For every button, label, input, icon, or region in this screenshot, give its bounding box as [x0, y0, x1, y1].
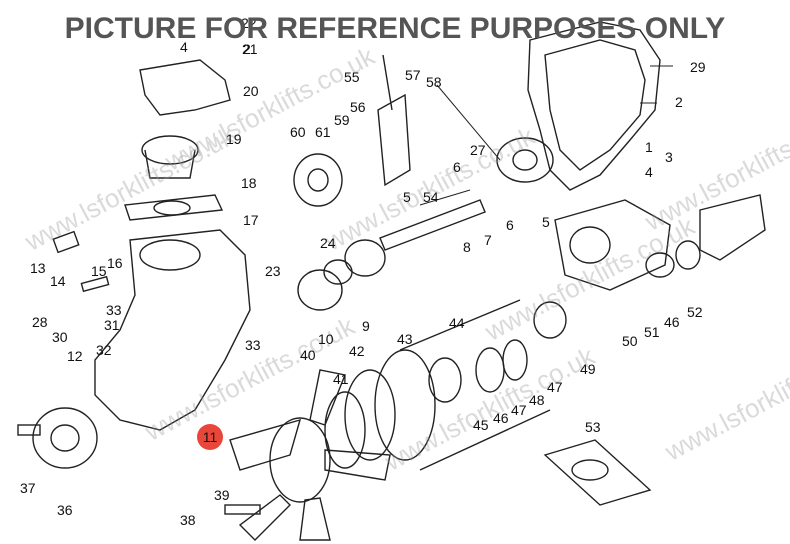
part-label: 45 [473, 417, 489, 433]
part-label: 3 [665, 149, 673, 165]
fan [229, 369, 391, 541]
part-label: 38 [180, 512, 196, 528]
part-label: 15 [91, 263, 107, 279]
part-label: 48 [529, 392, 545, 408]
pulley-41 [324, 391, 366, 469]
part-label: 4 [180, 39, 188, 55]
part-label: 22 [241, 15, 257, 31]
part-label: 54 [423, 189, 439, 205]
part-label: 50 [622, 333, 638, 349]
part-label: 39 [214, 487, 230, 503]
crank-pulley [496, 137, 554, 183]
timing-cover-inner [544, 39, 646, 171]
part-label: 28 [32, 314, 48, 330]
bearing-24 [344, 239, 386, 277]
part-label: 46 [493, 410, 509, 426]
part-label: 5 [542, 214, 550, 230]
part-label: 4 [645, 164, 653, 180]
pulley-43 [374, 349, 436, 461]
part-label: 47 [547, 379, 563, 395]
part-label: 23 [265, 263, 281, 279]
part-label: 46 [664, 314, 680, 330]
part-label: 42 [349, 343, 365, 359]
gasket [124, 194, 224, 221]
part-label: 7 [484, 232, 492, 248]
thermostat [141, 135, 199, 165]
part-label: 17 [243, 212, 259, 228]
timing-cover [527, 21, 661, 191]
part-label: 5 [403, 189, 411, 205]
part-label: 8 [463, 239, 471, 255]
part-label: 37 [20, 480, 36, 496]
part-label: 1 [645, 139, 653, 155]
pulley-60 [293, 153, 343, 207]
part-label: 6 [506, 217, 514, 233]
part-label: 16 [107, 255, 123, 271]
pump-pulley [32, 407, 98, 469]
part-label: 9 [362, 318, 370, 334]
elbow-52 [699, 194, 766, 261]
water-pump-body [94, 229, 251, 431]
belt [399, 299, 551, 471]
part-label: 29 [690, 59, 706, 75]
part-label: 55 [344, 69, 360, 85]
hub-44 [428, 357, 462, 403]
part-label: 58 [426, 74, 442, 90]
part-label: 60 [290, 124, 306, 140]
thermostat-housing [139, 59, 231, 116]
bearing-23 [297, 269, 343, 311]
part-label: 24 [320, 235, 336, 251]
part-label: 10 [318, 331, 334, 347]
part-label: 12 [67, 348, 83, 364]
part-label: 2 [675, 94, 683, 110]
part-label: 33 [106, 302, 122, 318]
part-label: 40 [300, 347, 316, 363]
housing-5 [554, 199, 671, 291]
part-label: 33 [245, 337, 261, 353]
part-label: 53 [585, 419, 601, 435]
part-label: 13 [30, 260, 46, 276]
part-label: 36 [57, 502, 73, 518]
part-label: 31 [104, 317, 120, 333]
highlighted-part-11[interactable]: 11 [197, 424, 223, 450]
part-label: 56 [350, 99, 366, 115]
part-label: 59 [334, 112, 350, 128]
part-label: 14 [50, 273, 66, 289]
pulley-42 [344, 369, 396, 461]
part-label: 19 [226, 131, 242, 147]
part-label: 6 [453, 159, 461, 175]
part-label: 30 [52, 329, 68, 345]
part-label: 52 [687, 304, 703, 320]
bracket-53 [543, 439, 652, 506]
part-label: 47 [511, 402, 527, 418]
pump-shaft [379, 199, 486, 251]
part-label: 57 [405, 67, 421, 83]
part-label: 41 [333, 371, 349, 387]
part-label: 61 [315, 124, 331, 140]
part-label: 21 [242, 41, 258, 57]
part-label: 18 [241, 175, 257, 191]
reference-banner: PICTURE FOR REFERENCE PURPOSES ONLY [64, 12, 726, 45]
part-label: 44 [449, 315, 465, 331]
part-label: 43 [397, 331, 413, 347]
part-label: 32 [96, 342, 112, 358]
part-label: 20 [243, 83, 259, 99]
bracket [377, 93, 411, 187]
part-label: 2 [243, 41, 251, 57]
bearing-49 [533, 301, 567, 339]
crank-pulley-hub [512, 149, 538, 171]
part-label: 51 [644, 324, 660, 340]
part-label: 49 [580, 361, 596, 377]
part-label: 27 [470, 142, 486, 158]
